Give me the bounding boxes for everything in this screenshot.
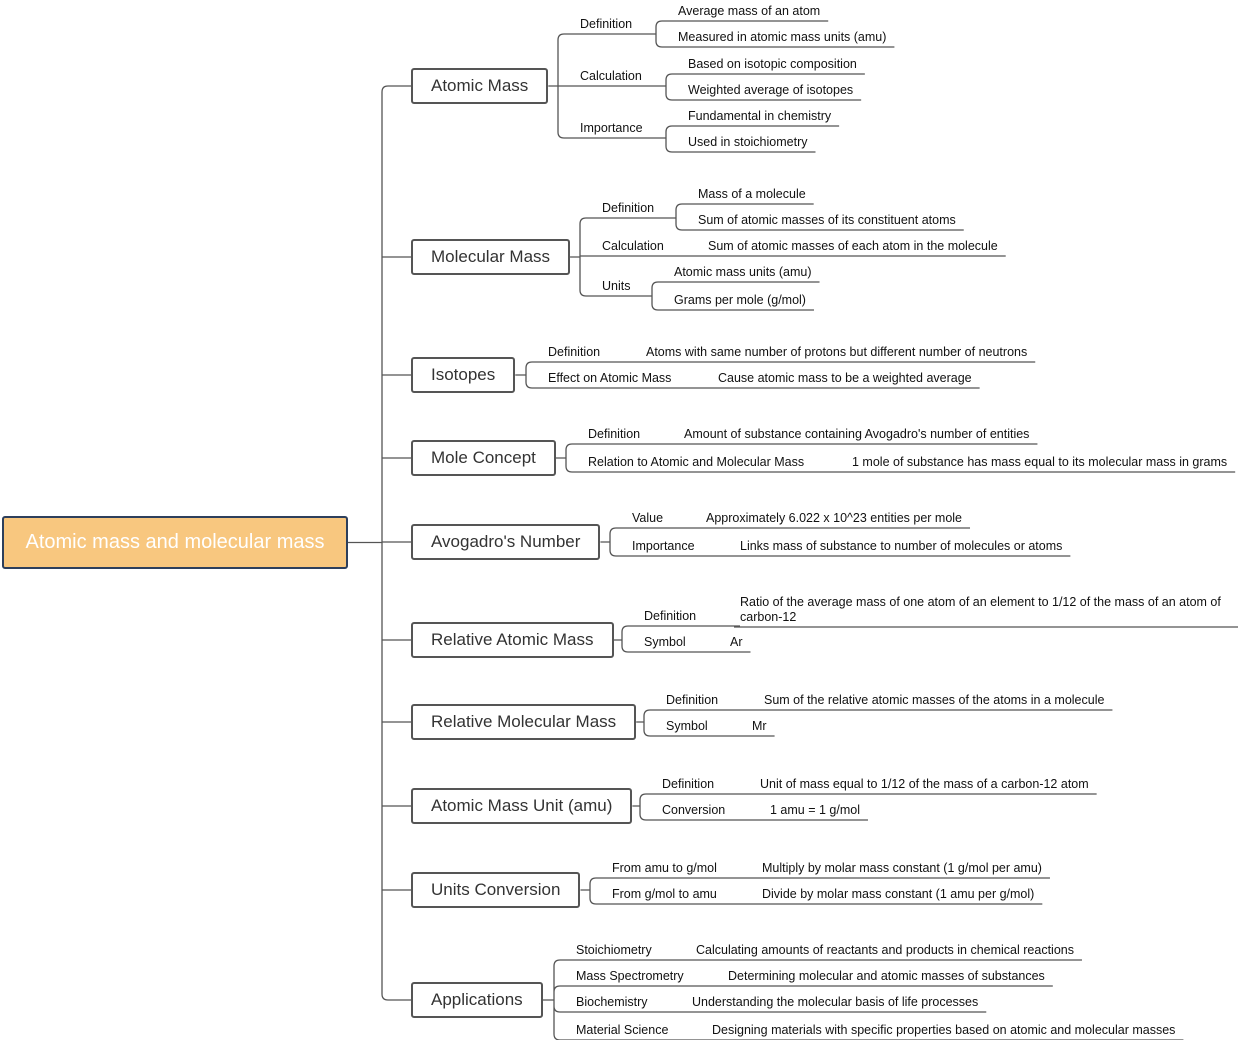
topic-relative-molecular-mass[interactable]: Relative Molecular Mass — [411, 704, 637, 740]
subtopic-label[interactable]: Biochemistry — [576, 995, 648, 1009]
detail-label[interactable]: Grams per mole (g/mol) — [674, 293, 806, 307]
topic-relative-atomic-mass[interactable]: Relative Atomic Mass — [411, 622, 614, 658]
connector-path — [348, 20, 1238, 1040]
subtopic-label[interactable]: Importance — [580, 121, 643, 135]
topic-mole-concept[interactable]: Mole Concept — [411, 440, 556, 476]
detail-label[interactable]: Determining molecular and atomic masses … — [728, 969, 1045, 983]
detail-label[interactable]: Average mass of an atom — [678, 4, 821, 18]
detail-label[interactable]: Sum of atomic masses of its constituent … — [698, 213, 956, 227]
detail-label[interactable]: Calculating amounts of reactants and pro… — [696, 943, 1074, 957]
subtopic-label[interactable]: Definition — [580, 17, 633, 31]
topic-atomic-mass[interactable]: Atomic Mass — [411, 68, 549, 104]
subtopic-label[interactable]: Units — [602, 279, 631, 293]
topic-units-conversion[interactable]: Units Conversion — [411, 872, 581, 908]
subtopic-label[interactable]: Definition — [548, 345, 601, 359]
detail-label[interactable]: Cause atomic mass to be a weighted avera… — [718, 371, 972, 385]
detail-label[interactable]: Mass of a molecule — [698, 187, 806, 201]
detail-label[interactable]: Ar — [730, 635, 743, 649]
detail-label[interactable]: Understanding the molecular basis of lif… — [692, 995, 979, 1009]
subtopic-label[interactable]: Definition — [662, 777, 715, 791]
subtopic-label[interactable]: Relation to Atomic and Molecular Mass — [588, 455, 805, 469]
detail-label[interactable]: Designing materials with specific proper… — [712, 1023, 1176, 1037]
subtopic-label[interactable]: Stoichiometry — [576, 943, 652, 957]
detail-label[interactable]: Atomic mass units (amu) — [674, 265, 812, 279]
subtopic-label[interactable]: Mass Spectrometry — [576, 969, 684, 983]
detail-label[interactable]: Multiply by molar mass constant (1 g/mol… — [762, 861, 1042, 875]
detail-label[interactable]: Measured in atomic mass units (amu) — [678, 30, 887, 44]
subtopic-label[interactable]: Effect on Atomic Mass — [548, 371, 672, 385]
subtopic-label[interactable]: Importance — [632, 539, 695, 553]
detail-label[interactable]: Amount of substance containing Avogadro'… — [684, 427, 1030, 441]
topic-isotopes[interactable]: Isotopes — [411, 357, 516, 393]
subtopic-label[interactable]: Conversion — [662, 803, 726, 817]
detail-label[interactable]: Sum of the relative atomic masses of the… — [764, 693, 1105, 707]
detail-label[interactable]: Atoms with same number of protons but di… — [646, 345, 1028, 359]
topic-applications[interactable]: Applications — [411, 982, 543, 1018]
topic-atomic-mass-unit[interactable]: Atomic Mass Unit (amu) — [411, 788, 633, 824]
detail-label[interactable]: Sum of atomic masses of each atom in the… — [708, 239, 998, 253]
root-topic[interactable]: Atomic mass and molecular mass — [2, 516, 348, 569]
detail-label[interactable]: Mr — [752, 719, 767, 733]
detail-label[interactable]: 1 mole of substance has mass equal to it… — [852, 455, 1228, 469]
subtopic-label[interactable]: Calculation — [580, 69, 642, 83]
detail-label[interactable]: Used in stoichiometry — [688, 135, 808, 149]
detail-label[interactable]: Links mass of substance to number of mol… — [740, 539, 1063, 553]
detail-label[interactable]: Approximately 6.022 x 10^23 entities per… — [706, 511, 963, 525]
subtopic-label[interactable]: Value — [632, 511, 664, 525]
subtopic-label[interactable]: From amu to g/mol — [612, 861, 717, 875]
subtopic-label[interactable]: Symbol — [666, 719, 708, 733]
detail-label[interactable]: Unit of mass equal to 1/12 of the mass o… — [760, 777, 1089, 791]
subtopic-label[interactable]: From g/mol to amu — [612, 887, 717, 901]
subtopic-label[interactable]: Calculation — [602, 239, 664, 253]
subtopic-label[interactable]: Definition — [666, 693, 719, 707]
detail-label[interactable]: Ratio of the average mass of one atom of… — [740, 595, 1221, 624]
topic-molecular-mass[interactable]: Molecular Mass — [411, 239, 571, 275]
detail-label[interactable]: Based on isotopic composition — [688, 57, 857, 71]
subtopic-label[interactable]: Definition — [602, 201, 655, 215]
subtopic-label[interactable]: Symbol — [644, 635, 686, 649]
detail-label[interactable]: 1 amu = 1 g/mol — [770, 803, 860, 817]
detail-label[interactable]: Fundamental in chemistry — [688, 109, 832, 123]
subtopic-label[interactable]: Definition — [644, 609, 697, 623]
detail-label[interactable]: Divide by molar mass constant (1 amu per… — [762, 887, 1035, 901]
topic-avogadros-number[interactable]: Avogadro's Number — [411, 524, 601, 560]
detail-label[interactable]: Weighted average of isotopes — [688, 83, 854, 97]
subtopic-label[interactable]: Material Science — [576, 1023, 669, 1037]
subtopic-label[interactable]: Definition — [588, 427, 641, 441]
